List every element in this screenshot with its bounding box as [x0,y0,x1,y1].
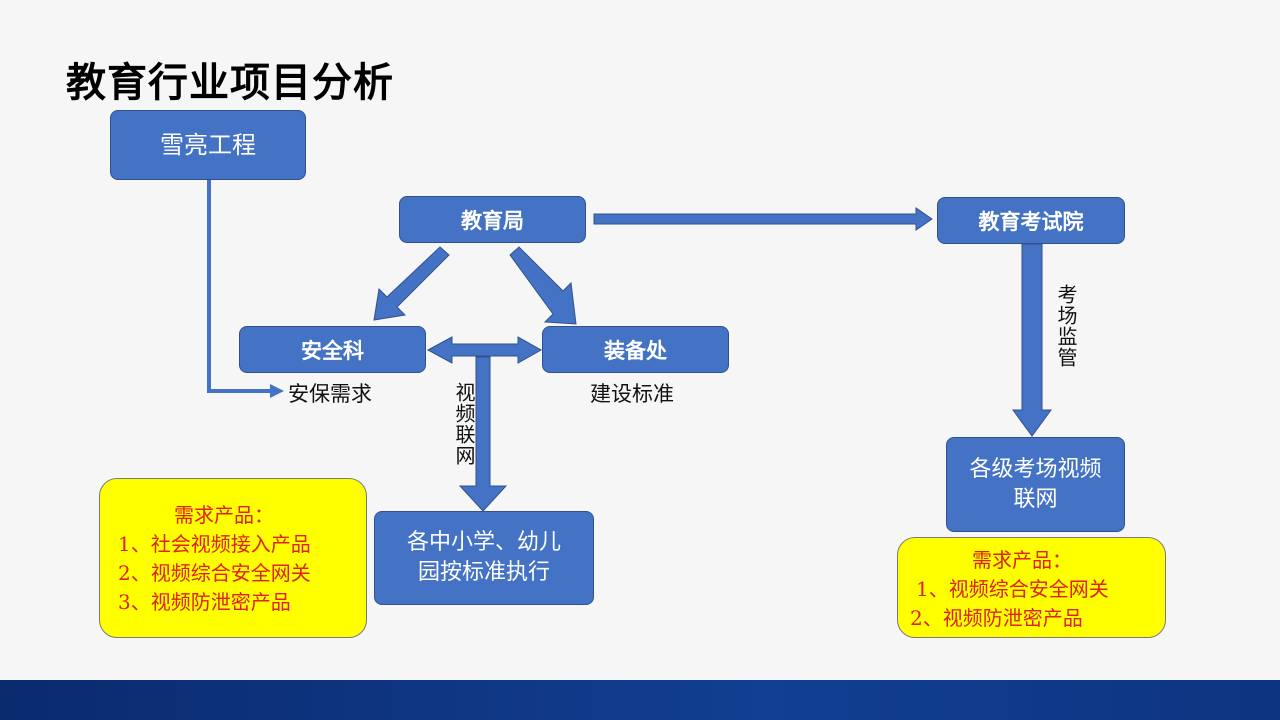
list-item: 2、视频综合安全网关 [118,561,311,585]
list-item: 3、视频防泄密产品 [118,590,291,614]
node-jiaoyuju: 教育局 [399,196,586,243]
arrow-jiaoyuju-zhuangbeichu [509,246,577,325]
node-schools: 各中小学、幼儿 园按标准执行 [374,511,594,605]
label-jianshe: 建设标准 [590,382,674,406]
list-item: 1、社会视频接入产品 [118,532,311,556]
label-exam-monitor: 考场监管 [1054,284,1078,368]
node-kaochang: 各级考场视频 联网 [946,437,1125,532]
arrow-to-schools [458,356,508,512]
footer-bar [0,680,1280,720]
products-left-heading: 需求产品： [174,503,274,527]
list-item: 1、视频综合安全网关 [916,577,1109,601]
node-zhuangbeichu: 装备处 [542,326,729,373]
arrow-jiaoyuju-kaoshiyuan [593,207,933,231]
arrow-xueliang-anbao-head [270,384,284,398]
list-item: 2、视频防泄密产品 [910,606,1083,630]
label-anbao: 安保需求 [288,382,372,406]
label-video-network: 视频联网 [452,382,476,466]
arrow-xueliang-anbao [207,180,272,393]
arrow-anquanke-zhuangbeichu [426,336,543,364]
arrow-jiaoyuju-anquanke [373,246,450,321]
products-right: 需求产品： 1、视频综合安全网关 2、视频防泄密产品 [897,537,1166,638]
arrow-to-kaochang [1012,243,1052,437]
page-title: 教育行业项目分析 [66,60,394,106]
products-left: 需求产品： 1、社会视频接入产品 2、视频综合安全网关 3、视频防泄密产品 [99,478,367,638]
node-kaoshiyuan: 教育考试院 [937,197,1125,244]
node-xueliang: 雪亮工程 [110,110,306,180]
node-anquanke: 安全科 [239,326,426,373]
products-right-heading: 需求产品： [972,548,1072,572]
flow-arrows [207,180,1052,512]
